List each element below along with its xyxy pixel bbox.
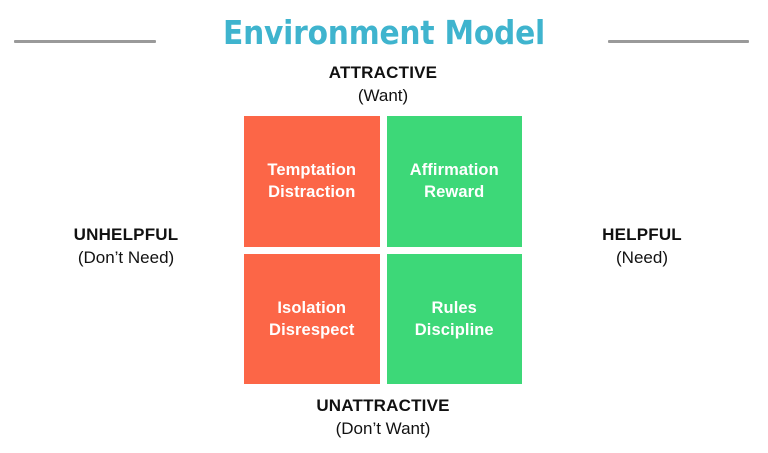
quadrant-affirmation-reward[interactable]: Affirmation Reward [386,116,522,247]
axis-label-left-secondary: (Don’t Need) [77,248,175,267]
quadrant-temptation-distraction[interactable]: Temptation Distraction [244,116,380,247]
axis-label-top: ATTRACTIVE (Want) [244,62,522,107]
quadrant-line-1: Affirmation [409,161,499,180]
quadrant-isolation-disrespect[interactable]: Isolation Disrespect [244,253,380,384]
axis-label-left: UNHELPFUL (Don’t Need) [28,224,224,269]
axis-label-bottom-primary: UNATTRACTIVE [316,396,450,415]
quadrant-line-1: Isolation [277,298,347,317]
axis-label-left-primary: UNHELPFUL [73,225,179,244]
axis-label-right-secondary: (Need) [616,248,668,267]
quadrant-matrix: Temptation Distraction Affirmation Rewar… [244,116,522,384]
quadrant-line-1: Rules [431,298,477,317]
axis-label-bottom-secondary: (Don’t Want) [335,419,431,438]
quadrant-rules-discipline[interactable]: Rules Discipline [386,253,522,384]
title-divider-left-icon [14,40,156,43]
quadrant-line-1: Temptation [267,161,357,180]
page-title: Environment Model [223,13,545,52]
quadrant-line-2: Disrespect [269,320,355,339]
axis-label-top-secondary: (Want) [357,86,409,105]
axis-label-top-primary: ATTRACTIVE [328,63,438,82]
axis-label-right-primary: HELPFUL [602,225,682,244]
quadrant-line-2: Reward [424,183,485,202]
quadrant-line-2: Discipline [414,320,494,339]
quadrant-line-2: Distraction [268,183,356,202]
axis-label-bottom: UNATTRACTIVE (Don’t Want) [244,395,522,440]
axis-label-right: HELPFUL (Need) [544,224,740,269]
title-divider-right-icon [608,40,749,43]
title-row: Environment Model [0,12,768,60]
